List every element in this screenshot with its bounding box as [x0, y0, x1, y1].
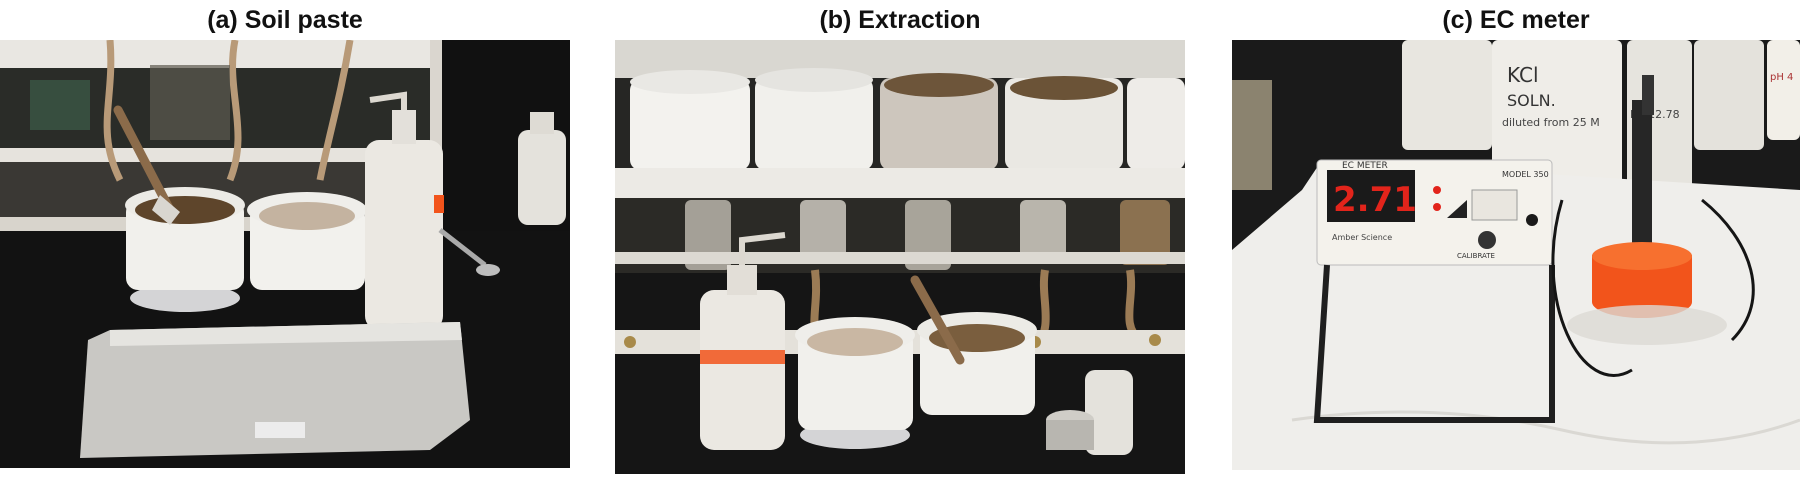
funnel-row — [630, 68, 1185, 170]
ec-meter-photo: KCl SOLN. diluted from 25 M EC 12.78 pH … — [1232, 40, 1800, 470]
bottle-label-soln: SOLN. — [1507, 91, 1556, 110]
panel-caption: (c) EC meter — [1442, 6, 1590, 34]
meter-display-value: 2.71 — [1333, 180, 1417, 220]
ec-meter-device: 2.71 EC METER MODEL 350 Amber Science CA… — [1313, 159, 1555, 423]
meter-brand: Amber Science — [1332, 233, 1392, 242]
extraction-photo — [615, 40, 1185, 474]
bottle-label-ph: pH 4 — [1770, 72, 1793, 83]
panel-caption: (a) Soil paste — [207, 6, 363, 34]
rack-frame — [0, 40, 440, 68]
wash-bottle — [365, 140, 443, 330]
panel-ec-meter: (c) EC meter KCl SOLN. diluted from 25 M… — [1232, 0, 1800, 486]
panel-caption: (b) Extraction — [819, 6, 981, 34]
meter-title: EC METER — [1342, 161, 1388, 171]
panel-extraction: (b) Extraction — [615, 0, 1185, 486]
panel-soil-paste: (a) Soil paste — [0, 0, 570, 486]
meter-calibrate-label: CALIBRATE — [1457, 252, 1495, 260]
bottle-label-kcl: KCl — [1507, 63, 1539, 87]
soil-paste-photo — [0, 40, 570, 468]
filter-paper-stack — [80, 322, 470, 458]
meter-model: MODEL 350 — [1502, 170, 1549, 179]
wash-bottle — [700, 290, 785, 450]
bottle-label-diluted: diluted from 25 M — [1502, 116, 1600, 129]
